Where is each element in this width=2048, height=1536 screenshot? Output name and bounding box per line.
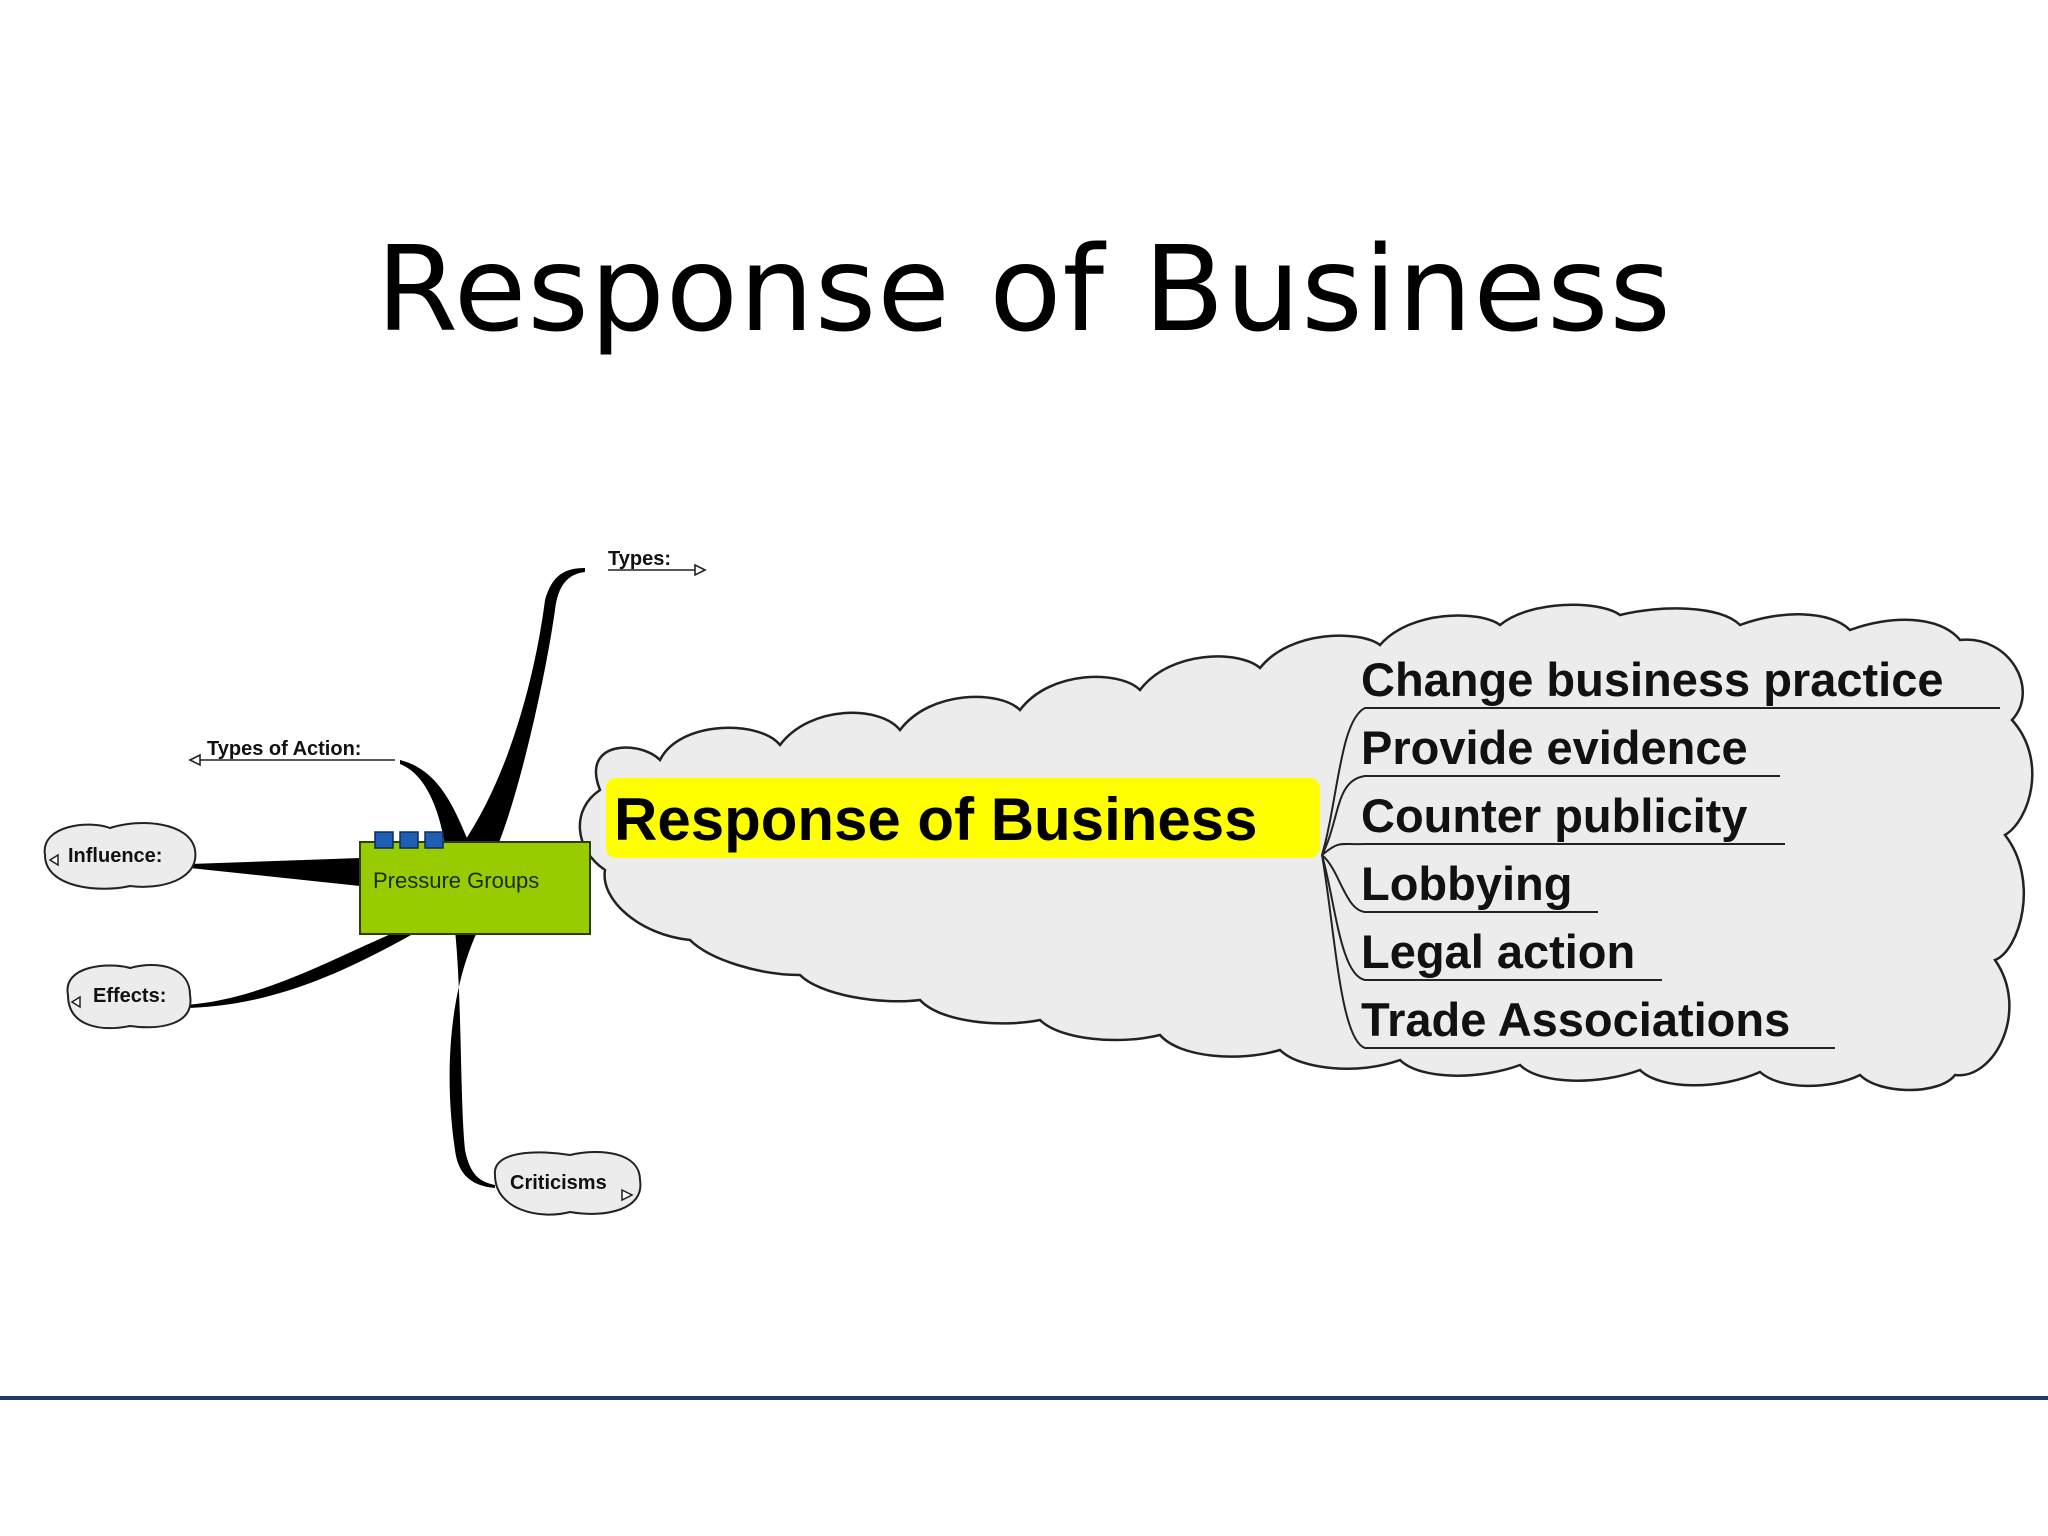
branch-types-label[interactable]: Types: [608,548,671,570]
list-item[interactable]: Counter publicity [1361,789,1747,842]
response-highlight [606,778,1320,858]
list-item[interactable]: Provide evidence [1361,721,1748,774]
list-item[interactable]: Change business practice [1361,653,1943,706]
item-connectors [1321,707,2000,1049]
effects-bubble [66,964,192,1030]
node-tab-icons [374,831,444,849]
branch-types-of-action-label[interactable]: Types of Action: [207,738,361,760]
criticisms-bubble [493,1151,642,1216]
footer-rule [0,1396,2048,1400]
pressure-groups-node[interactable] [359,841,591,935]
list-item[interactable]: Legal action [1361,925,1635,978]
branch-effects-label[interactable]: Effects: [93,985,166,1007]
response-of-business-label[interactable]: Response of Business [614,786,1258,853]
pressure-groups-label: Pressure Groups [373,868,539,893]
list-item[interactable]: Trade Associations [1361,993,1790,1046]
response-items: Change business practice Provide evidenc… [1361,653,1943,1046]
branch-influence-label[interactable]: Influence: [68,845,162,867]
branch-strokes [185,568,585,1188]
list-item[interactable]: Lobbying [1361,857,1572,910]
slide-title: Response of Business [376,220,1672,358]
branch-criticisms-label[interactable]: Criticisms [510,1172,607,1194]
influence-bubble [43,822,197,890]
label-underlines [188,563,707,767]
